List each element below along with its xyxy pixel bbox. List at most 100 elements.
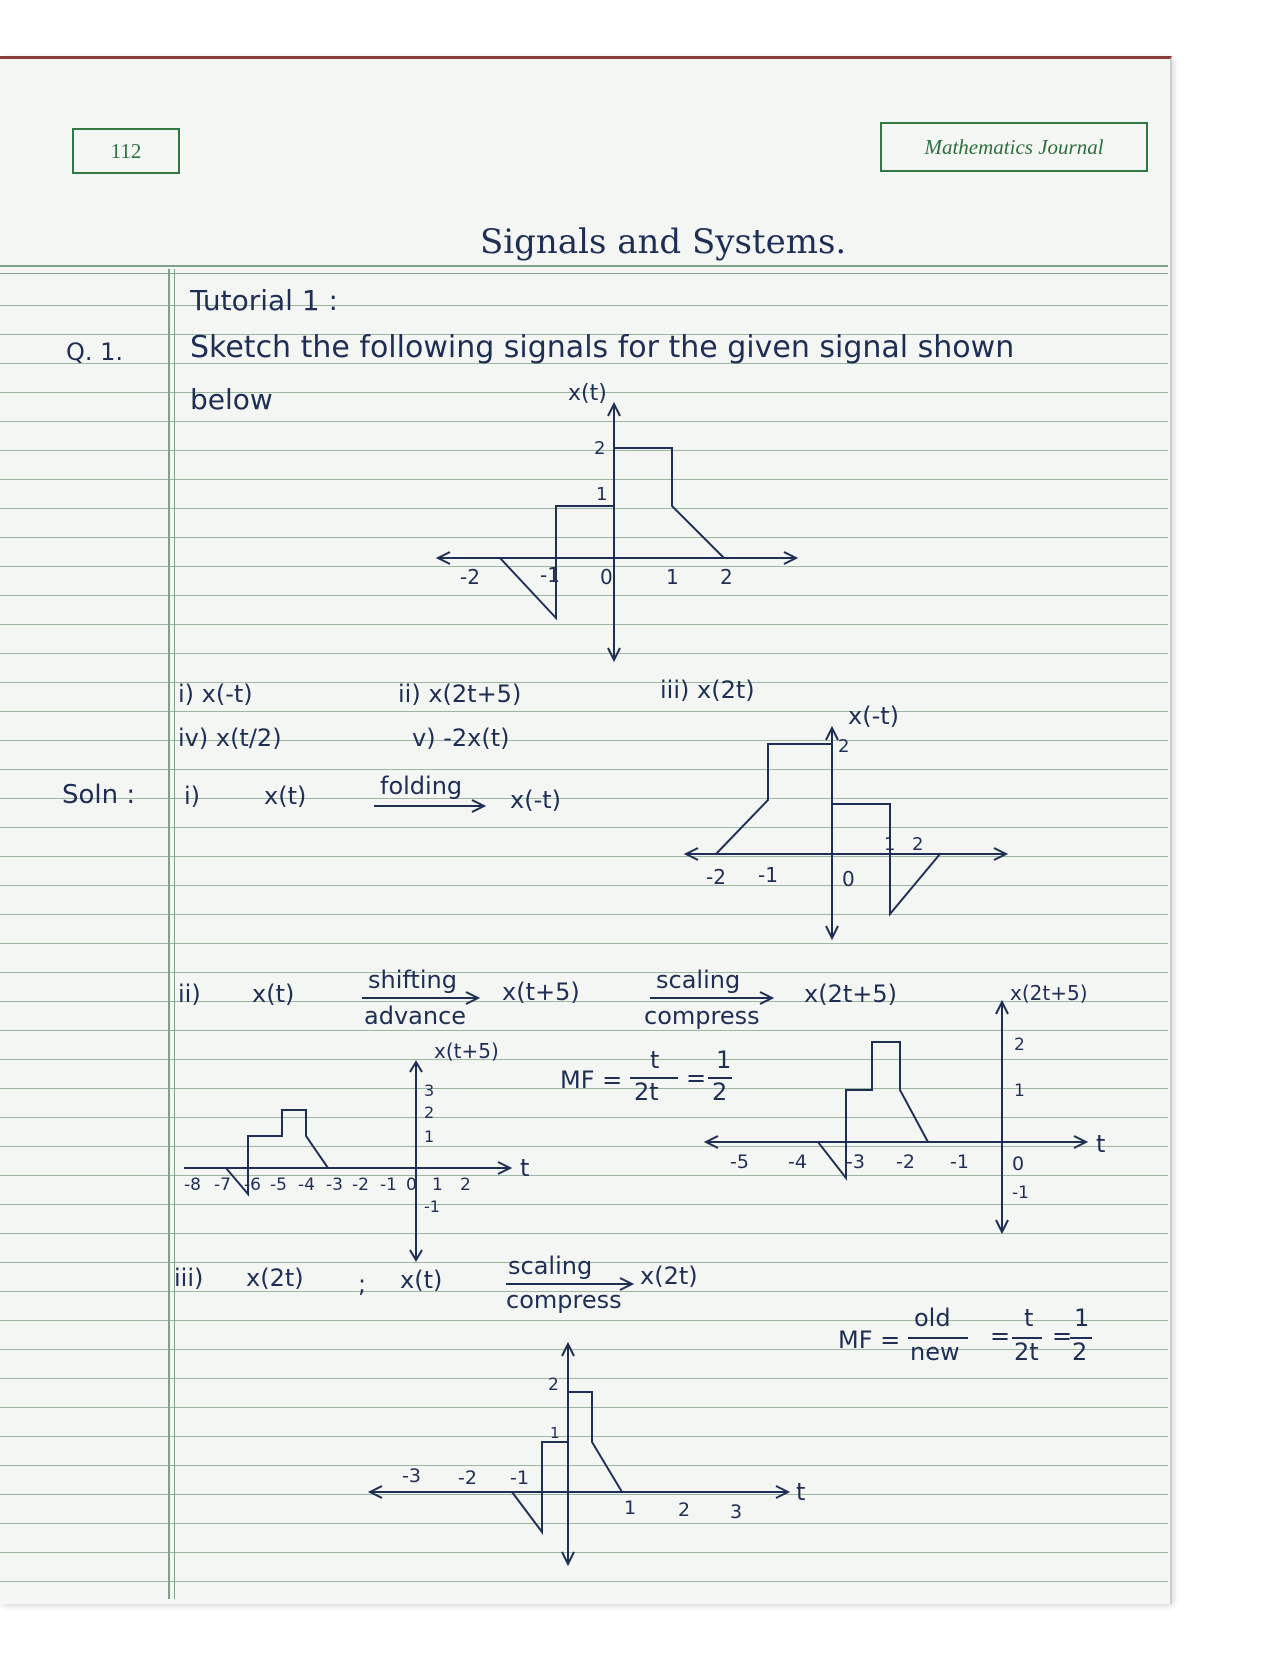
graph-x-t-plus-5: x(t+5) t -8 -7 -6 -5 -4 -3 -2 -1 0 1 2 3… <box>184 1039 529 1262</box>
sol-iii-from: x(t) <box>400 1266 443 1294</box>
g5-tick-x-5: 3 <box>730 1501 742 1523</box>
part-ii: ii) x(2t+5) <box>398 680 522 708</box>
sol-ii-mf-bars <box>630 1077 732 1079</box>
g3-axis-label: t <box>520 1154 529 1182</box>
g3-tick-y-0: 3 <box>424 1081 434 1100</box>
g3-tick-y-3: -1 <box>424 1197 440 1216</box>
graph-x-t: x(t) -2 -1 0 1 2 1 2 <box>435 381 799 663</box>
g3-tick-x-4: -4 <box>298 1175 315 1195</box>
sol-ii-arrows <box>362 991 775 1005</box>
g4-tick-x-5: 0 <box>1012 1153 1024 1175</box>
part-iii: iii) x(2t) <box>660 676 755 704</box>
sol-ii-to: x(2t+5) <box>804 980 897 1008</box>
sol-ii-mf-eq: = <box>686 1064 707 1092</box>
g4-tick-x-2: -3 <box>846 1151 865 1173</box>
tutorial-heading: Tutorial 1 : <box>190 284 338 317</box>
part-iv: iv) x(t/2) <box>178 724 282 752</box>
g4-tick-y-0: 2 <box>1014 1035 1025 1055</box>
sol-iii-op-sub: compress <box>506 1286 622 1314</box>
g2-y-label: x(-t) <box>848 702 899 730</box>
sol-iii-target: x(2t) <box>246 1264 304 1292</box>
sol-iii-mf-bars <box>908 1337 1092 1339</box>
g4-tick-y-2: -1 <box>1012 1183 1029 1203</box>
sol-iii-num: iii) <box>174 1264 204 1292</box>
sol-iii-mf-eq2: = <box>1052 1322 1073 1350</box>
sol-iii-sep: ; <box>358 1270 367 1298</box>
sol-i-to: x(-t) <box>510 786 561 814</box>
g4-tick-y-1: 1 <box>1014 1081 1025 1101</box>
ruled-lines <box>0 277 1168 1597</box>
part-v: v) -2x(t) <box>412 724 510 752</box>
sol-iii-mf-res-den: 2 <box>1072 1338 1088 1366</box>
notebook-page <box>0 56 1172 1604</box>
g3-tick-x-6: -2 <box>352 1175 369 1195</box>
part-i: i) x(-t) <box>178 680 253 708</box>
g2-tick-y-0: 2 <box>838 736 849 757</box>
g4-y-label: x(2t+5) <box>1010 981 1088 1005</box>
g3-tick-x-0: -8 <box>184 1175 201 1195</box>
g5-tick-y-1: 1 <box>550 1424 560 1442</box>
g5-axis-label: t <box>796 1478 805 1506</box>
g3-tick-x-2: -6 <box>244 1175 261 1195</box>
graph-x-neg-t: x(-t) -2 -1 0 1 2 2 <box>683 702 1009 941</box>
question-label: Q. 1. <box>66 338 124 366</box>
sol-ii-num: ii) <box>178 980 201 1008</box>
g5-tick-x-1: -2 <box>458 1467 477 1489</box>
sol-iii-op: scaling <box>508 1252 593 1280</box>
g4-tick-x-0: -5 <box>730 1151 749 1173</box>
solution-label: Soln : <box>62 780 136 810</box>
sol-ii-mf-den: 2t <box>634 1078 659 1106</box>
g1-signal <box>499 447 725 621</box>
sol-iii-mf-den: new <box>910 1338 960 1366</box>
sol-i-op: folding <box>380 772 463 800</box>
g5-tick-y-0: 2 <box>548 1375 559 1395</box>
g1-tick-x-0: -2 <box>460 565 480 589</box>
sol-iii-mf-num2: t <box>1024 1304 1034 1332</box>
sol-iii-mf-label: MF = <box>838 1326 901 1354</box>
g3-tick-x-7: -1 <box>380 1175 397 1195</box>
sol-ii-mf-res-num: 1 <box>716 1046 732 1074</box>
g1-tick-x-2: 0 <box>600 565 613 589</box>
sol-ii-op1: shifting <box>368 966 457 994</box>
sol-iii-mf-eq: = <box>990 1322 1011 1350</box>
g2-tick-x-1: -1 <box>758 863 778 887</box>
g2-signal <box>715 743 941 917</box>
g1-y-label: x(t) <box>568 381 607 406</box>
g4-tick-x-3: -2 <box>896 1151 915 1173</box>
g3-tick-x-9: 1 <box>432 1175 443 1195</box>
g4-tick-x-4: -1 <box>950 1151 969 1173</box>
sol-i-from: x(t) <box>264 782 307 810</box>
graph-x-2t-plus-5: x(2t+5) t -5 -4 -3 -2 -1 0 2 1 -1 <box>703 981 1105 1235</box>
g4-axis-label: t <box>1096 1130 1105 1158</box>
g5-tick-x-0: -3 <box>402 1465 421 1487</box>
sol-iii-arrow <box>506 1277 635 1291</box>
graph-x-2t: t -3 -2 -1 1 2 3 2 1 <box>367 1341 805 1567</box>
g1-tick-x-3: 1 <box>666 565 679 589</box>
sol-iii-mf-den2: 2t <box>1014 1338 1039 1366</box>
g2-tick-x-3: 1 <box>884 834 895 855</box>
g3-tick-y-2: 1 <box>424 1127 434 1146</box>
g3-tick-y-1: 2 <box>424 1103 434 1122</box>
g3-tick-x-10: 2 <box>460 1175 471 1195</box>
g1-tick-x-4: 2 <box>720 565 733 589</box>
question-text: Sketch the following signals for the giv… <box>190 330 1015 365</box>
g2-tick-x-0: -2 <box>706 865 726 889</box>
question-text-continued: below <box>190 383 273 416</box>
sol-ii-op2-sub: compress <box>644 1002 760 1030</box>
g5-tick-x-3: 1 <box>624 1497 636 1519</box>
g3-tick-x-5: -3 <box>326 1175 343 1195</box>
page-title: Signals and Systems. <box>480 222 847 262</box>
header-rule <box>0 265 1168 274</box>
g1-tick-y-1: 2 <box>594 438 605 459</box>
g3-tick-x-8: 0 <box>406 1175 417 1195</box>
g3-y-label: x(t+5) <box>434 1039 499 1063</box>
sol-ii-from: x(t) <box>252 980 295 1008</box>
g3-tick-x-3: -5 <box>270 1175 287 1195</box>
g2-tick-x-4: 2 <box>912 834 923 855</box>
g1-tick-y-0: 1 <box>596 484 607 505</box>
g4-signal <box>817 1041 929 1181</box>
g5-tick-x-4: 2 <box>678 1499 690 1521</box>
g3-signal <box>225 1109 329 1197</box>
sol-i-num: i) <box>184 782 201 810</box>
g3-tick-x-1: -7 <box>214 1175 231 1195</box>
